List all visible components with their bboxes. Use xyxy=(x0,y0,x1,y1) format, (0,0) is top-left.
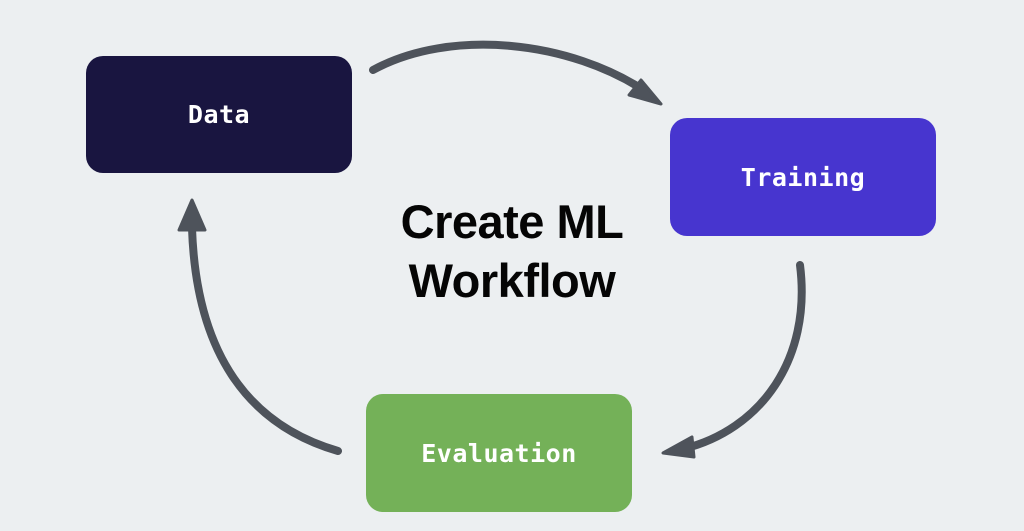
node-training-label: Training xyxy=(740,162,866,192)
node-data[interactable]: Data xyxy=(86,56,352,173)
arrow-evaluation-to-data xyxy=(177,198,342,455)
node-training[interactable]: Training xyxy=(670,118,936,236)
node-evaluation-label: Evaluation xyxy=(421,438,577,468)
node-evaluation[interactable]: Evaluation xyxy=(366,394,632,512)
arrow-data-to-training xyxy=(369,40,663,106)
diagram-title: Create ML Workflow xyxy=(400,195,624,308)
arrow-training-to-evaluation xyxy=(661,261,806,459)
node-data-label: Data xyxy=(187,100,251,129)
